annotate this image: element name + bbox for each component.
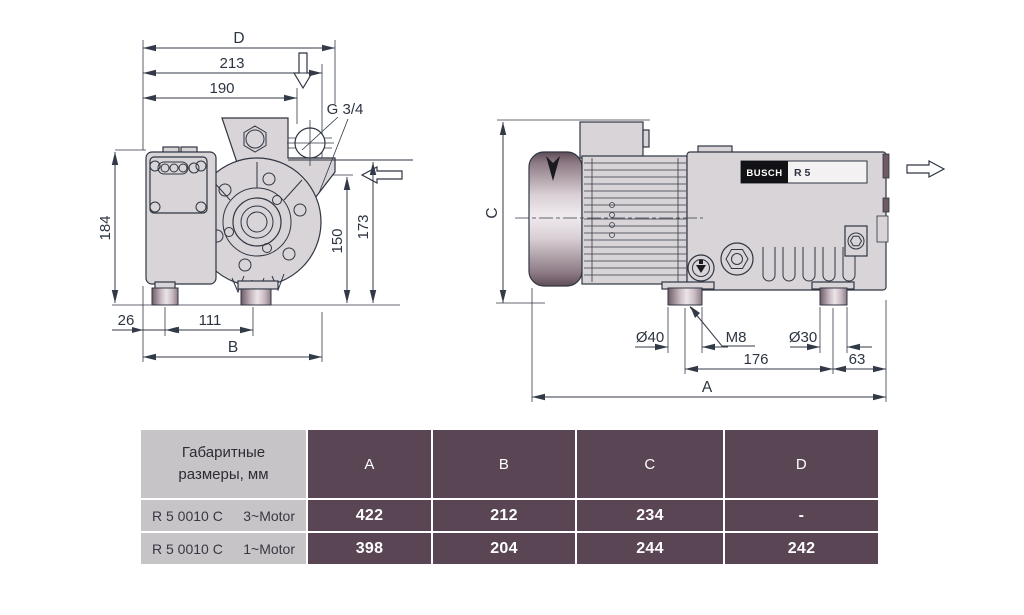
table-title-cell: Габаритные размеры, мм bbox=[141, 430, 306, 498]
dim-label-foot-front: Ø40 bbox=[636, 329, 664, 346]
table-cell-a: 422 bbox=[308, 500, 431, 531]
terminal-box-step bbox=[642, 129, 650, 148]
table-cell-b: 204 bbox=[433, 533, 575, 564]
pump-feet-side bbox=[661, 281, 855, 306]
motor-fins bbox=[584, 158, 686, 282]
column-header-c: C bbox=[577, 430, 723, 498]
table-cell-c: 244 bbox=[577, 533, 723, 564]
dim-label-26: 26 bbox=[118, 312, 135, 329]
technical-drawing: D 213 190 G 3/4 184 150 173 26 111 B bbox=[97, 30, 946, 402]
column-header-d: D bbox=[725, 430, 878, 498]
dim-label-d: D bbox=[233, 30, 244, 47]
dim-label-foot-rear: Ø30 bbox=[789, 329, 817, 346]
dim-label-b: B bbox=[228, 339, 238, 356]
leader-arrowhead bbox=[690, 306, 700, 318]
table-title-line2: размеры, мм bbox=[178, 466, 269, 483]
table-row-label: R 5 0010 C 3~Motor bbox=[141, 500, 306, 531]
gas-port bbox=[287, 116, 349, 194]
cooling-ribs bbox=[762, 247, 856, 282]
bearing-ring bbox=[232, 197, 282, 247]
plate-holes bbox=[149, 160, 207, 213]
column-header-a: A bbox=[308, 430, 431, 498]
column-header-b: B bbox=[433, 430, 575, 498]
side-view: BUSCH R 5 bbox=[484, 119, 946, 402]
oil-sight-glass bbox=[687, 254, 715, 282]
cover-plate bbox=[149, 156, 208, 214]
table-cell-d: 242 bbox=[725, 533, 878, 564]
dim-label-a: A bbox=[702, 379, 713, 396]
inlet-flow-arrow bbox=[292, 52, 314, 90]
arrowhead bbox=[132, 327, 143, 333]
gas-ballast-valve bbox=[844, 225, 868, 257]
model-label: R 5 bbox=[794, 167, 811, 179]
outlet-flow-arrow bbox=[360, 166, 403, 184]
dim-label-184: 184 bbox=[97, 215, 114, 240]
hex-nut bbox=[243, 125, 267, 153]
port-thread-label: G 3/4 bbox=[327, 101, 364, 118]
shaft-bore bbox=[246, 211, 268, 233]
sight-strip bbox=[157, 161, 189, 175]
table-cell-a: 398 bbox=[308, 533, 431, 564]
exhaust-tabs bbox=[876, 153, 890, 243]
dim-label-173: 173 bbox=[355, 214, 372, 239]
motor-body bbox=[581, 155, 688, 285]
oil-fill-plug bbox=[720, 242, 754, 276]
exhaust-flow-arrow bbox=[906, 160, 946, 178]
dim-label-c: C bbox=[484, 207, 501, 218]
table-row-label: R 5 0010 C 1~Motor bbox=[141, 533, 306, 564]
table-title-line1: Габаритные bbox=[181, 443, 266, 461]
extension-lines bbox=[496, 119, 887, 402]
dimensions-table: Габаритные размеры, мм A B C D R 5 0010 … bbox=[141, 430, 878, 564]
front-dimensions: D 213 190 G 3/4 184 150 173 26 111 B bbox=[97, 30, 377, 361]
dim-label-213: 213 bbox=[219, 55, 244, 72]
dim-label-150: 150 bbox=[329, 228, 346, 253]
nameplate: BUSCH R 5 bbox=[740, 160, 868, 184]
row-model: R 5 0010 C bbox=[152, 540, 223, 557]
dim-label-176: 176 bbox=[743, 351, 768, 368]
table-cell-c: 234 bbox=[577, 500, 723, 531]
table-cell-d: - bbox=[725, 500, 878, 531]
terminal-box bbox=[579, 121, 644, 159]
front-view: D 213 190 G 3/4 184 150 173 26 111 B bbox=[97, 30, 413, 362]
dim-label-111: 111 bbox=[199, 312, 222, 329]
row-motor: 1~Motor bbox=[243, 540, 295, 557]
thread-label: M8 bbox=[726, 329, 747, 346]
port-leader-lines bbox=[301, 116, 349, 194]
row-model: R 5 0010 C bbox=[152, 507, 223, 524]
hex-nut-bore bbox=[245, 129, 265, 149]
inlet-flange bbox=[243, 125, 267, 153]
dim-label-190: 190 bbox=[209, 80, 234, 97]
table-cell-b: 212 bbox=[433, 500, 575, 531]
row-motor: 3~Motor bbox=[243, 507, 295, 524]
pump-feet-front bbox=[151, 280, 279, 306]
side-dimensions: C Ø40 Ø30 M8 176 63 A bbox=[484, 122, 886, 401]
shaft-ring bbox=[240, 205, 274, 239]
brand-label: BUSCH bbox=[746, 168, 782, 179]
dim-label-63: 63 bbox=[849, 351, 866, 368]
fan-cover bbox=[528, 151, 583, 287]
rotation-arrow bbox=[546, 156, 560, 181]
